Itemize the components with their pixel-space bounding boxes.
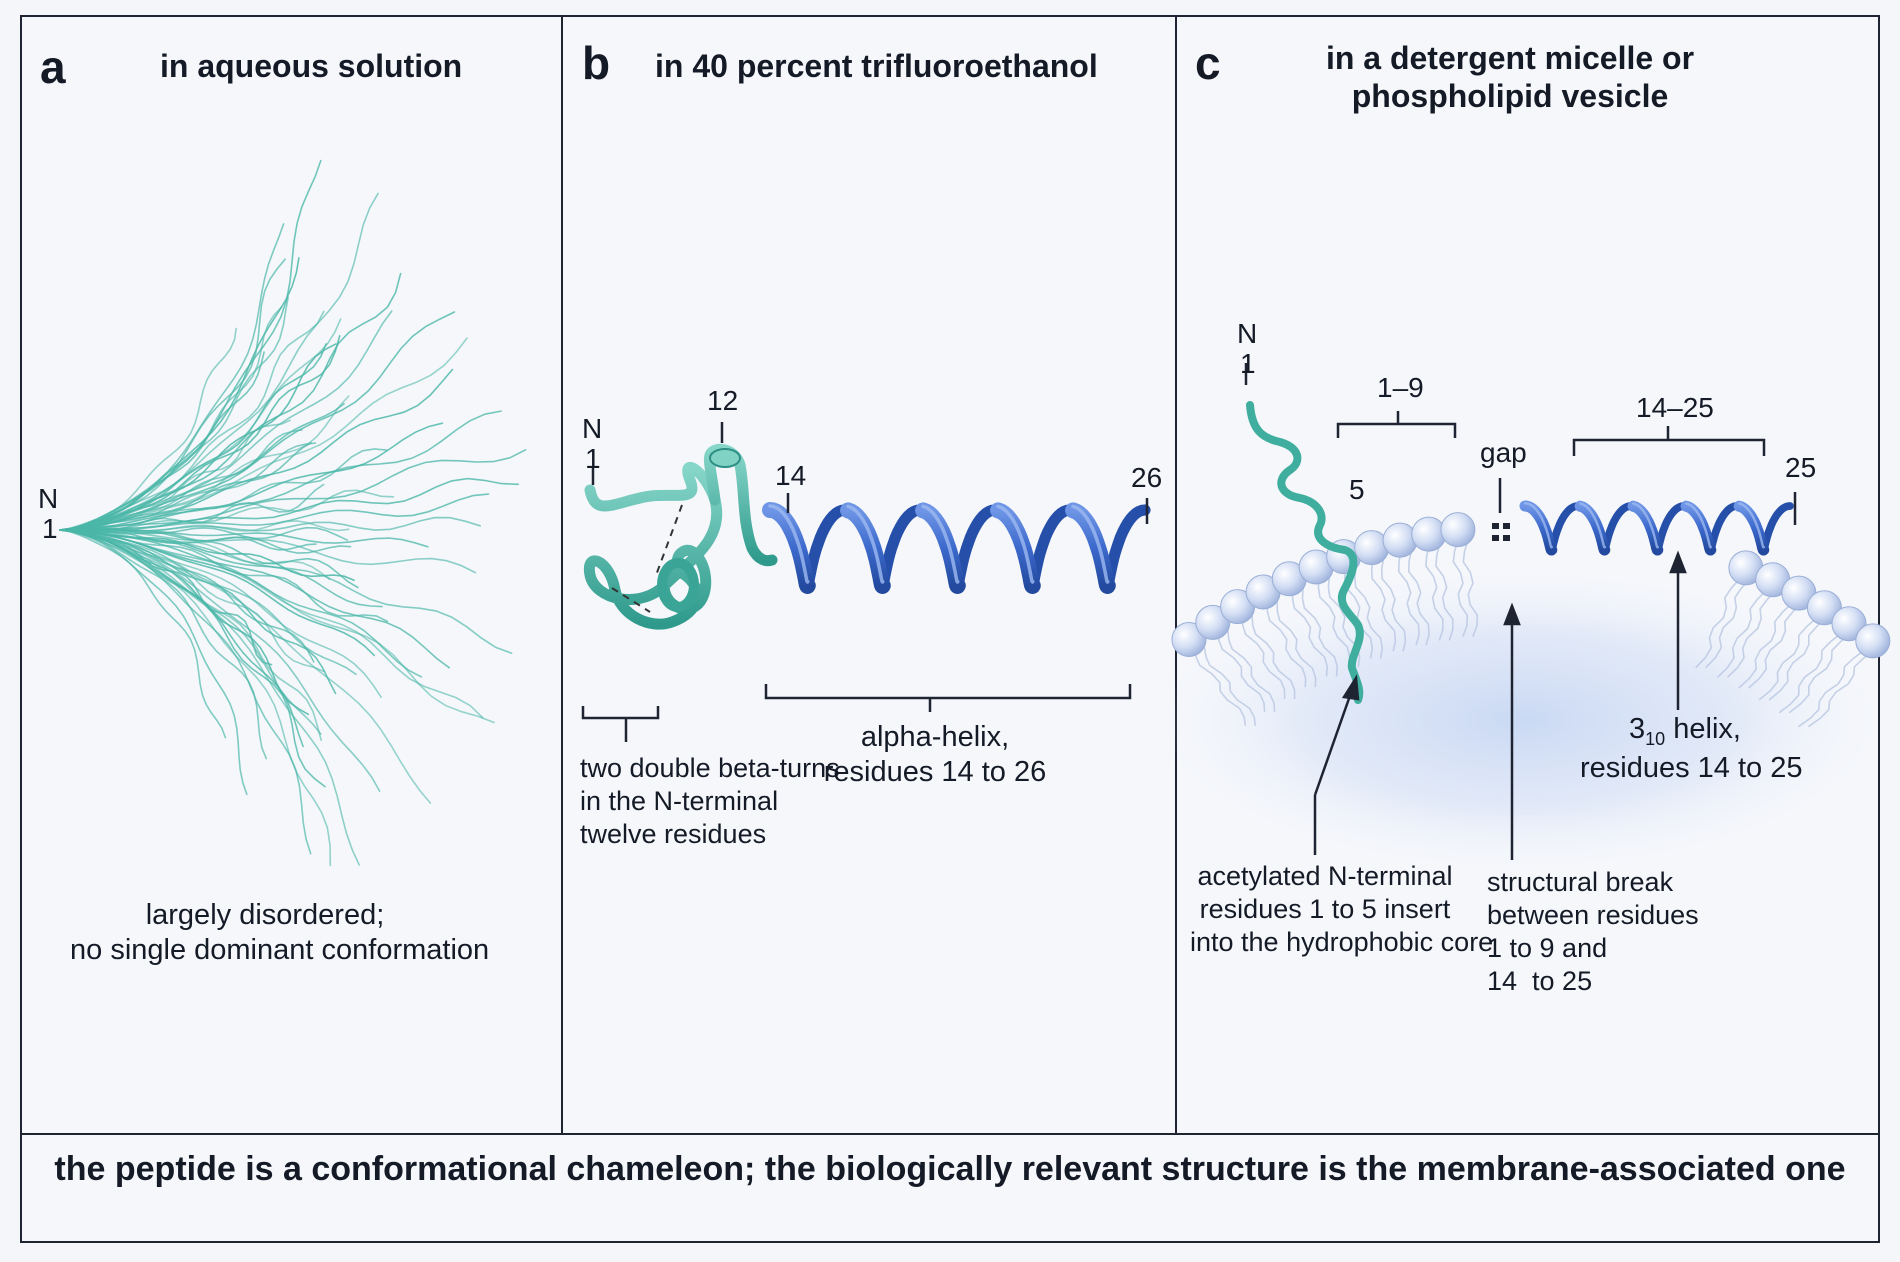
divider-a-b <box>561 15 563 1135</box>
310-helix-line2: residues 14 to 25 <box>1580 751 1803 784</box>
hydrophobic-core-shading <box>1160 570 1880 870</box>
panel-a-n-label: N <box>38 483 59 514</box>
panel-b-structure <box>581 422 1151 742</box>
alpha-helix-caption: alpha-helix, residues 14 to 26 <box>823 721 1047 789</box>
panel-c-n-number: 1 <box>1240 348 1256 379</box>
panel-a-caption: largely disordered; no single dominant c… <box>70 899 490 967</box>
panel-c-structure <box>1160 363 1891 870</box>
panel-c-n-label: N <box>1237 318 1258 349</box>
panel-b-title: in 40 percent trifluoroethanol <box>655 48 1098 84</box>
range-1-9-bracket <box>1336 411 1457 438</box>
panel-a-letter: a <box>40 41 66 93</box>
residue-14-label: 14 <box>775 460 807 491</box>
break-caption: structural break between residues 1 to 9… <box>1487 867 1699 996</box>
turns-bracket <box>581 706 660 742</box>
panel-b-letter: b <box>582 37 611 89</box>
bottom-caption: the peptide is a conformational chameleo… <box>54 1150 1846 1188</box>
residue-26-label: 26 <box>1131 462 1163 493</box>
310-helix-prefix: 3 <box>1629 713 1646 745</box>
alpha-helix-ribbon <box>762 502 1151 594</box>
panel-c-letter: c <box>1195 37 1221 89</box>
beta-turn-coil <box>583 443 778 630</box>
helix-bracket <box>764 684 1132 712</box>
range-14-25-bracket <box>1572 426 1766 456</box>
n-terminal-strand <box>1246 401 1364 704</box>
range-1-9-label: 1–9 <box>1377 372 1424 403</box>
panel-a-title: in aqueous solution <box>160 48 463 84</box>
residue-12-label: 12 <box>707 385 739 416</box>
gap-label: gap <box>1480 437 1527 468</box>
disordered-ensemble <box>59 159 527 867</box>
panel-b-n-number: 1 <box>585 443 601 474</box>
310-helix-caption: 310 helix, residues 14 to 25 <box>1580 712 1802 786</box>
residue-5-label: 5 <box>1349 474 1365 505</box>
310-helix-subscript: 10 <box>1645 728 1666 749</box>
beta-turns-caption: two double beta-turns in the N-terminal … <box>580 753 840 849</box>
range-14-25-label: 14–25 <box>1636 392 1714 423</box>
divider-b-c <box>1175 15 1177 1135</box>
divider-footer <box>20 1133 1880 1135</box>
panel-a-n-number: 1 <box>42 513 58 544</box>
panel-c-title: in a detergent micelle or phospholipid v… <box>1325 40 1695 114</box>
3-10-helix-ribbon <box>1519 500 1794 556</box>
gap-marker <box>1492 523 1510 541</box>
residue-25-label: 25 <box>1785 452 1817 483</box>
insert-caption: acetylated N-terminal residues 1 to 5 in… <box>1190 861 1493 957</box>
panel-b-n-label: N <box>582 413 603 444</box>
310-helix-suffix: helix, <box>1665 713 1741 745</box>
lipid-layer <box>1171 512 1891 728</box>
